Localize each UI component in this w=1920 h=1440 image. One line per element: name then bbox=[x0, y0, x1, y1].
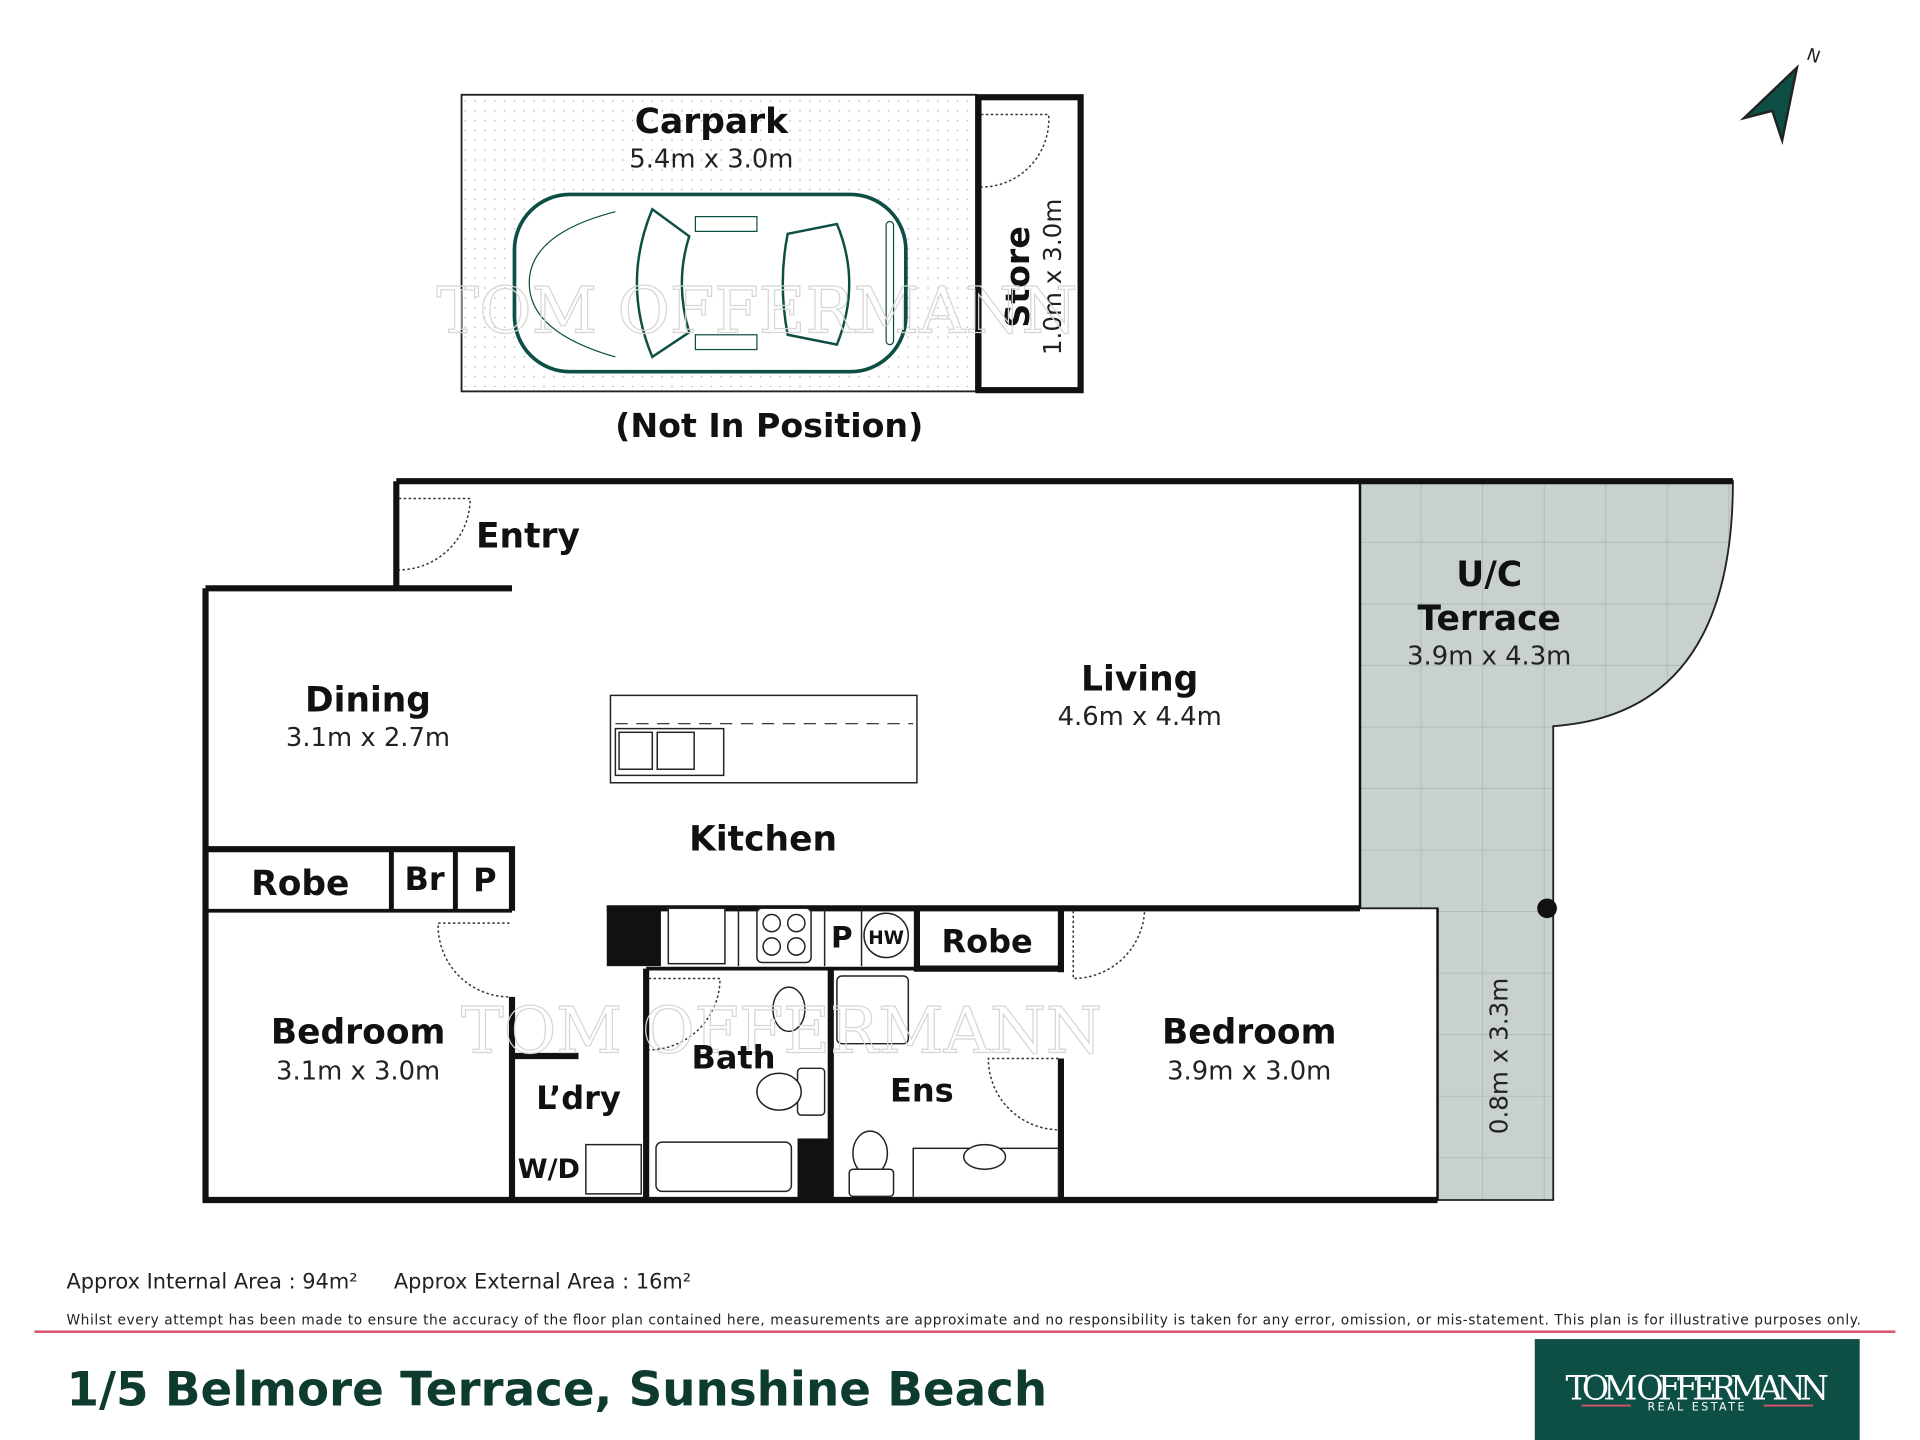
room-bedroom-1-dims: 3.1m x 3.0m bbox=[276, 1056, 440, 1086]
carpark-note: (Not In Position) bbox=[615, 406, 923, 445]
disclaimer: Whilst every attempt has been made to en… bbox=[66, 1312, 1860, 1328]
kitchen-island bbox=[609, 694, 918, 784]
room-bedroom-2: Bedroom bbox=[1162, 1013, 1337, 1053]
wall-block bbox=[797, 1138, 831, 1200]
walls bbox=[202, 478, 1733, 1204]
hot-water-icon bbox=[863, 912, 910, 959]
basin-icon bbox=[772, 986, 806, 1033]
room-living-dims: 4.6m x 4.4m bbox=[1058, 702, 1222, 732]
door-swings bbox=[398, 497, 1146, 1131]
external-area: Approx External Area : 16m² bbox=[394, 1270, 691, 1294]
washer-dryer-label: W/D bbox=[518, 1154, 580, 1185]
room-dining: Dining bbox=[305, 680, 431, 720]
divider bbox=[34, 1330, 1896, 1333]
room-pantry-2: P bbox=[831, 921, 853, 955]
room-bedroom-2-dims: 3.9m x 3.0m bbox=[1167, 1056, 1331, 1086]
room-kitchen: Kitchen bbox=[689, 819, 837, 859]
store-dims: 1.0m x 3.0m bbox=[1038, 199, 1067, 355]
room-bath: Bath bbox=[692, 1038, 776, 1076]
hot-water-label: HW bbox=[868, 928, 904, 949]
north-label: N bbox=[1804, 45, 1823, 68]
brand-tagline: REAL ESTATE bbox=[1648, 1400, 1747, 1413]
shower-icon bbox=[836, 975, 910, 1045]
store-label: Store bbox=[998, 226, 1037, 328]
terrace-dims: 3.9m x 4.3m bbox=[1407, 642, 1571, 672]
terrace-strip-dims: 0.8m x 3.3m bbox=[1485, 978, 1514, 1134]
brand-logo: TOM OFFERMANN REAL ESTATE bbox=[1534, 1339, 1860, 1440]
room-laundry: L’dry bbox=[536, 1079, 621, 1117]
brand-name: TOM OFFERMANN bbox=[1566, 1368, 1829, 1407]
watermark-text: TOM OFFERMANN bbox=[436, 274, 1077, 348]
room-living: Living bbox=[1081, 659, 1198, 699]
bathtub-icon bbox=[655, 1141, 793, 1193]
terrace: U/C Terrace 3.9m x 4.3m 0.8m x 3.3m bbox=[1359, 480, 1734, 1201]
car-icon bbox=[512, 192, 908, 374]
room-robe-2: Robe bbox=[941, 923, 1032, 961]
column-marker bbox=[1537, 898, 1557, 919]
wall-block bbox=[606, 905, 661, 967]
property-address: 1/5 Belmore Terrace, Sunshine Beach bbox=[66, 1364, 1047, 1418]
laundry-tub-icon bbox=[585, 1143, 642, 1195]
room-dining-dims: 3.1m x 2.7m bbox=[286, 723, 450, 753]
internal-area: Approx Internal Area : 94m² bbox=[66, 1270, 357, 1294]
carpark: Carpark 5.4m x 3.0m (Not In Position) bbox=[460, 93, 977, 445]
dishwasher-icon bbox=[667, 907, 726, 965]
watermark: TOM OFFERMANN TOM OFFERMANN bbox=[436, 274, 1103, 1069]
basin-icon bbox=[962, 1143, 1007, 1170]
carpark-dims: 5.4m x 3.0m bbox=[629, 144, 793, 174]
north-arrow-icon: N bbox=[1739, 45, 1823, 146]
room-bedroom-1: Bedroom bbox=[271, 1013, 446, 1053]
cooktop-icon bbox=[756, 907, 812, 964]
terrace-label-2: Terrace bbox=[1418, 599, 1561, 639]
room-br: Br bbox=[405, 860, 445, 898]
carpark-label: Carpark bbox=[635, 102, 789, 142]
room-entry: Entry bbox=[476, 517, 580, 557]
toilet-icon bbox=[756, 1067, 826, 1116]
terrace-label-1: U/C bbox=[1456, 555, 1522, 595]
room-pantry-1: P bbox=[473, 861, 496, 899]
store: Store 1.0m x 3.0m bbox=[975, 94, 1084, 394]
watermark-text: TOM OFFERMANN bbox=[461, 994, 1102, 1068]
room-robe-1: Robe bbox=[251, 864, 349, 904]
room-ensuite: Ens bbox=[890, 1072, 954, 1110]
toilet-icon bbox=[848, 1130, 895, 1198]
